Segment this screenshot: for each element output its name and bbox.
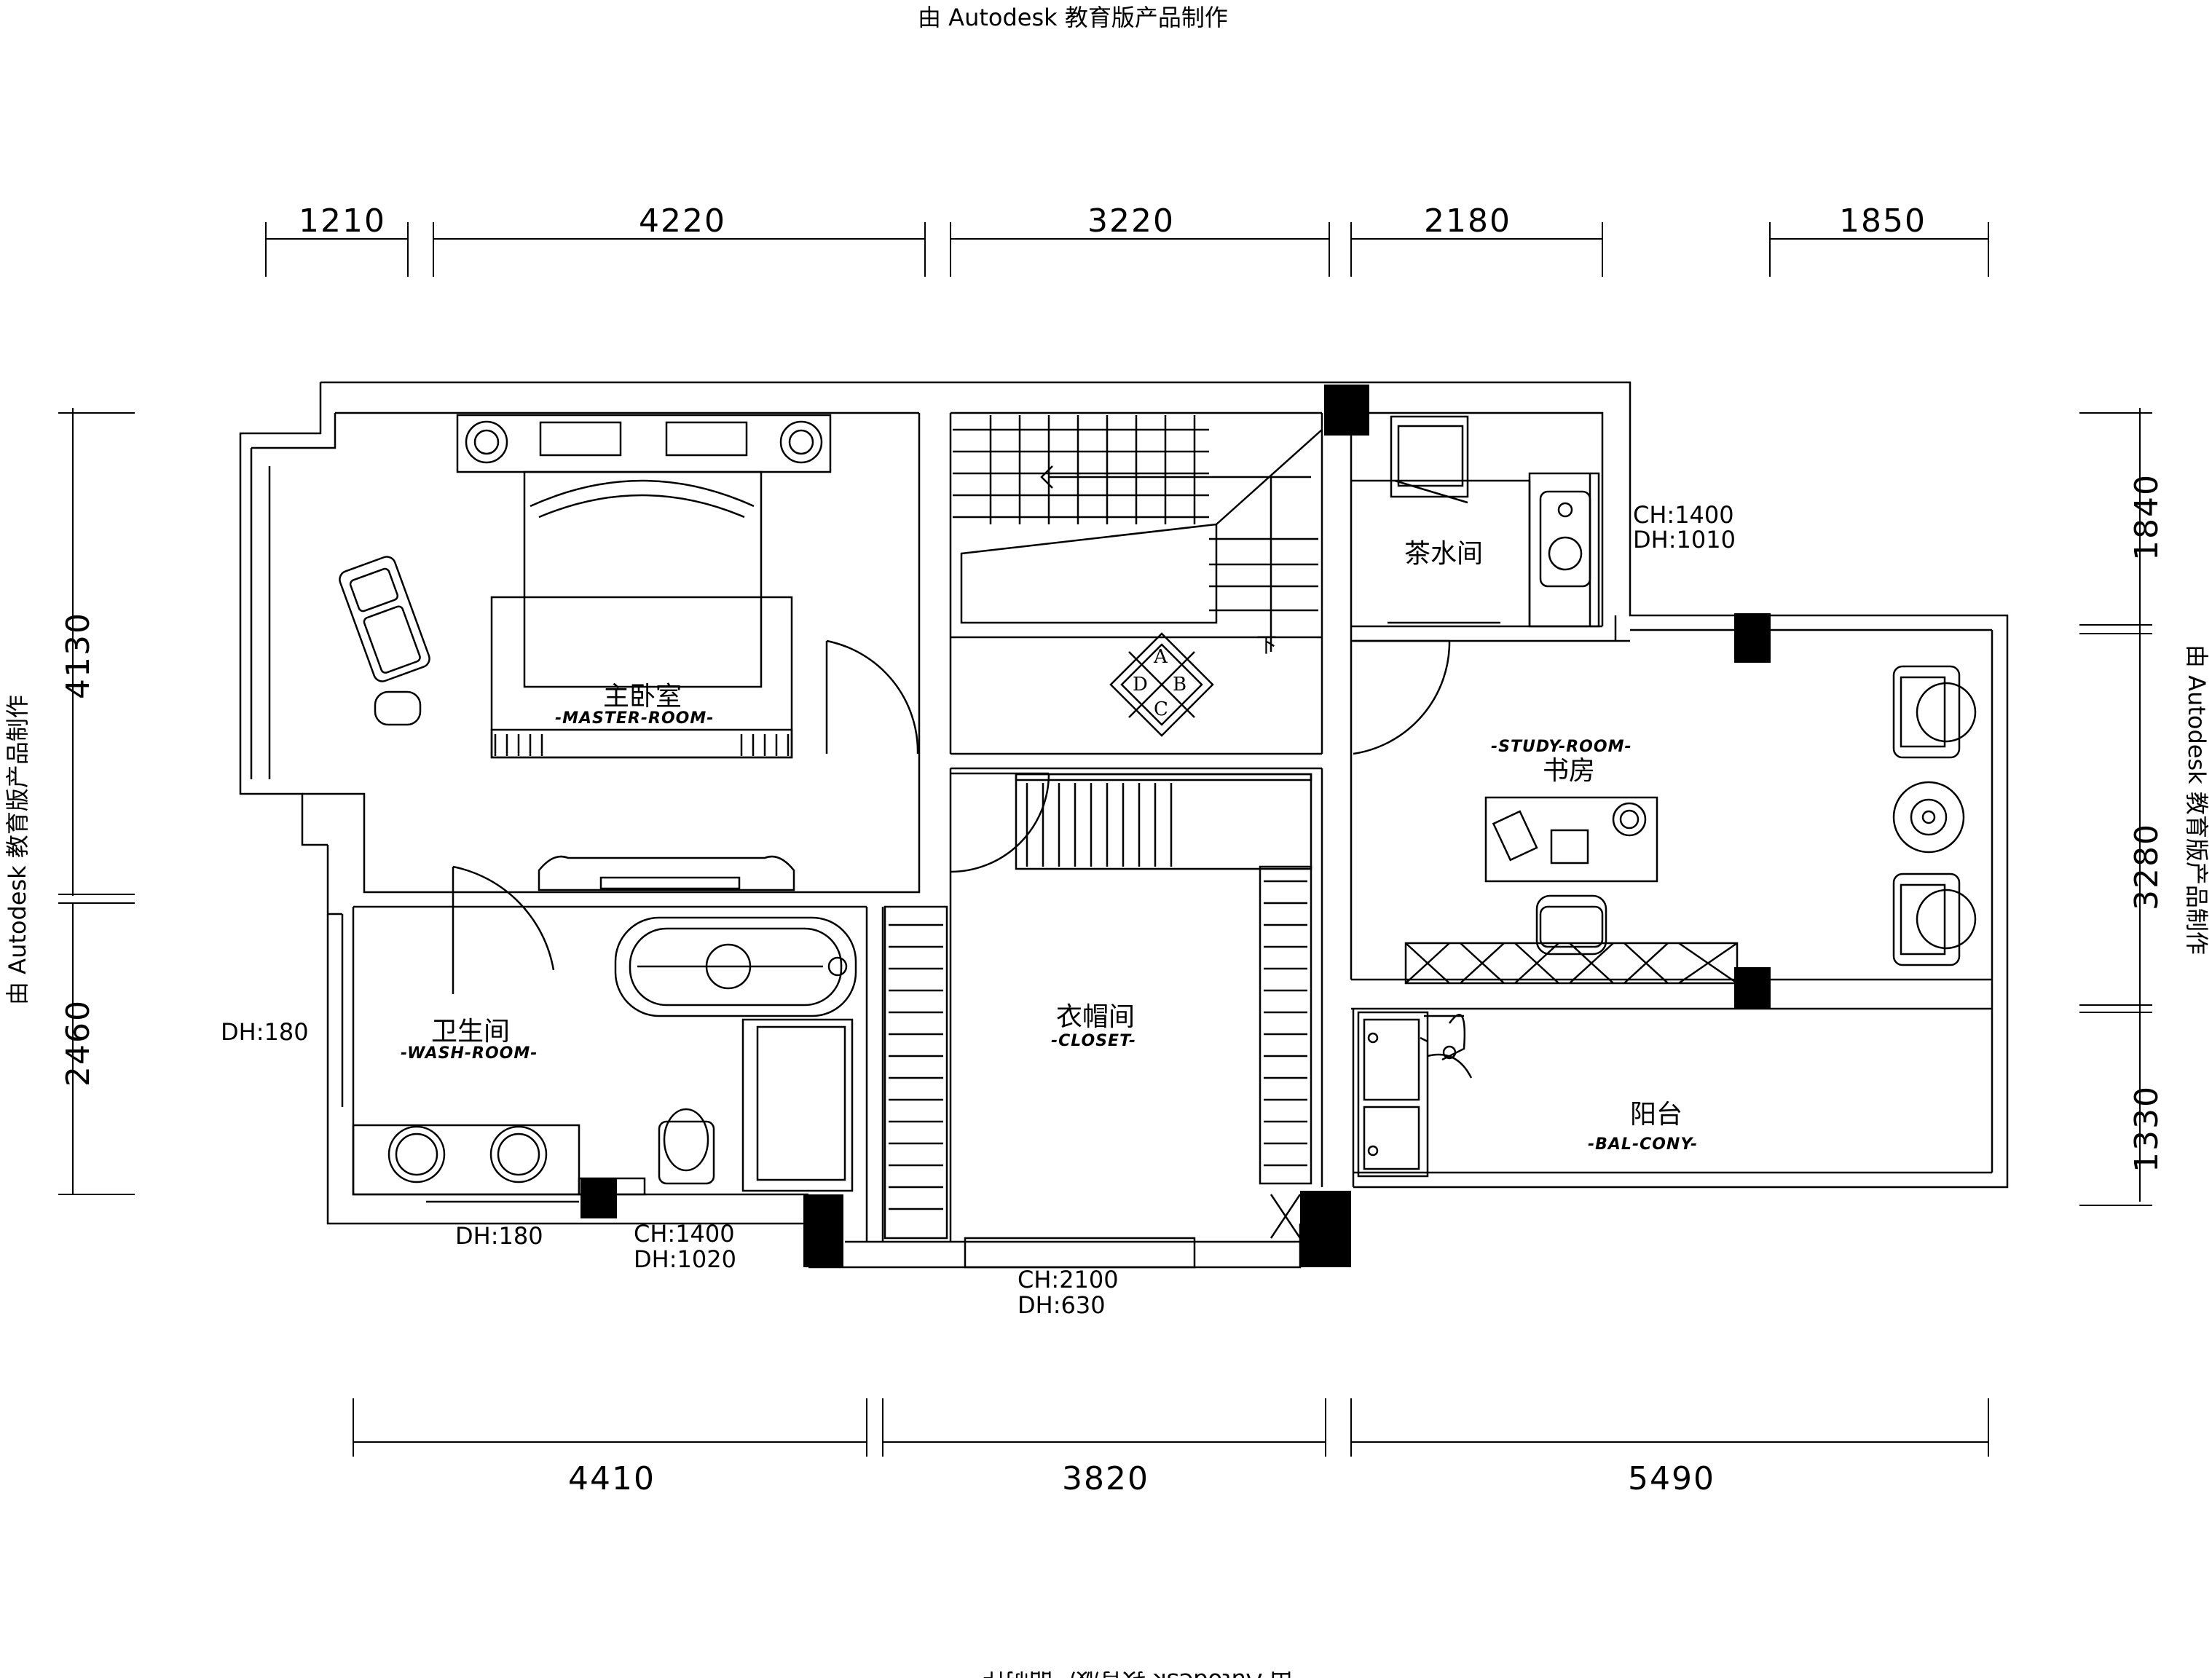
master-bed	[339, 414, 832, 891]
wash-room-en: -WASH-ROOM-	[401, 1044, 538, 1063]
closet-ch-note: CH:2100	[1018, 1266, 1119, 1293]
doors	[452, 639, 1451, 994]
dim-left-1: 4130	[60, 612, 97, 699]
wash-bottom-dh-note: DH:180	[455, 1222, 543, 1250]
tea-room-fixtures	[1351, 415, 1600, 628]
closet-wardrobes	[883, 773, 1312, 1269]
study-furniture	[1404, 665, 1977, 985]
watermark-top: 由 Autodesk 教育版产品制作	[918, 4, 1228, 31]
wash-window-dh-note: DH:1020	[634, 1245, 736, 1273]
tea-ch-note: CH:1400	[1633, 501, 1734, 529]
wash-room-fixtures	[328, 913, 857, 1203]
master-room-en: -MASTER-ROOM-	[555, 709, 714, 728]
wash-window-ch-note: CH:1400	[634, 1220, 735, 1248]
compass-d: D	[1133, 674, 1148, 696]
dim-right-3: 1330	[2128, 1085, 2165, 1173]
dim-bottom-3: 5490	[1628, 1460, 1715, 1497]
study-room-cn: 书房	[1543, 756, 1595, 786]
columns	[580, 385, 1771, 1267]
dim-top-1: 1210	[299, 202, 386, 240]
dim-bottom-2: 3820	[1062, 1460, 1149, 1497]
dim-top-4: 2180	[1424, 202, 1511, 240]
balcony-fixtures	[1357, 1011, 1473, 1178]
watermark-left: 由 Autodesk 教育版产品制作	[4, 695, 31, 1005]
dim-right-2: 3280	[2128, 823, 2165, 910]
watermark-right: 由 Autodesk 教育版产品制作	[2183, 645, 2211, 955]
dim-top-2: 4220	[639, 202, 726, 240]
tea-dh-note: DH:1010	[1633, 526, 1736, 554]
dim-right-1: 1840	[2128, 473, 2165, 561]
dimension-lines	[58, 222, 2152, 1457]
compass-b: B	[1173, 674, 1186, 696]
wash-left-dh-note: DH:180	[221, 1018, 309, 1046]
tea-room-cn: 茶水间	[1404, 539, 1483, 569]
dim-top-3: 3220	[1087, 202, 1175, 240]
balcony-en: -BAL-CONY-	[1588, 1135, 1698, 1154]
closet-cn: 衣帽间	[1056, 1002, 1135, 1032]
study-room-en: -STUDY-ROOM-	[1491, 738, 1632, 756]
master-room-cn: 主卧室	[603, 682, 682, 712]
wash-room-cn: 卫生间	[431, 1017, 510, 1047]
stair	[950, 415, 1323, 737]
closet-en: -CLOSET-	[1051, 1032, 1136, 1050]
compass-c: C	[1154, 698, 1168, 720]
balcony-cn: 阳台	[1630, 1100, 1682, 1130]
dim-left-2: 2460	[60, 999, 97, 1087]
watermark-bottom: 由 Autodesk 教育版产品制作	[983, 1668, 1293, 1678]
closet-dh-note: DH:630	[1018, 1291, 1106, 1319]
stair-down-label: 下	[1256, 633, 1277, 657]
compass-a: A	[1153, 646, 1168, 668]
dim-top-5: 1850	[1839, 202, 1926, 240]
dim-bottom-1: 4410	[568, 1460, 656, 1497]
